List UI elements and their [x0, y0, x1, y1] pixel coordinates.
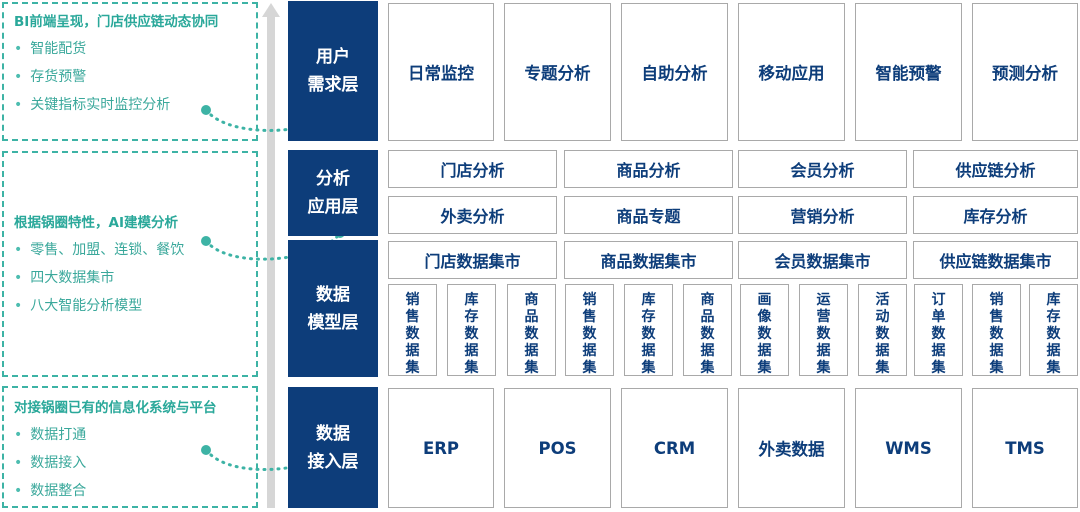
- layer-label-demand: 用户需求层: [288, 1, 378, 141]
- list-item: 四大数据集市: [14, 264, 246, 292]
- dataset-box: 库存数据集: [447, 284, 496, 376]
- list-item: 智能配货: [14, 35, 246, 63]
- callout-title: 根据锅圈特性，AI建模分析: [14, 215, 178, 231]
- list-item: 关键指标实时监控分析: [14, 91, 246, 119]
- data-mart-box: 供应链数据集市: [913, 241, 1078, 279]
- callout-list: 智能配货 存货预警 关键指标实时监控分析: [14, 35, 246, 119]
- list-item: 数据整合: [14, 477, 246, 505]
- callout-bi-frontend: BI前端呈现，门店供应链动态协同 智能配货 存货预警 关键指标实时监控分析: [2, 2, 258, 141]
- data-mart-box: 会员数据集市: [738, 241, 907, 279]
- demand-box: 移动应用: [738, 3, 845, 141]
- analysis-box: 会员分析: [738, 150, 907, 188]
- layer-label-model: 数据模型层: [288, 240, 378, 377]
- source-system-box: CRM: [621, 388, 728, 508]
- source-system-box: 外卖数据: [738, 388, 845, 508]
- vertical-arrow-shaft: [267, 16, 275, 508]
- analysis-box: 商品分析: [564, 150, 733, 188]
- analysis-box: 外卖分析: [388, 196, 557, 234]
- callout-system-integration: 对接锅圈已有的信息化系统与平台 数据打通 数据接入 数据整合: [2, 386, 258, 508]
- dataset-box: 销售数据集: [388, 284, 437, 376]
- dataset-box: 订单数据集: [914, 284, 963, 376]
- list-item: 八大智能分析模型: [14, 292, 246, 320]
- callout-list: 零售、加盟、连锁、餐饮 四大数据集市 八大智能分析模型: [14, 236, 246, 320]
- dataset-box: 库存数据集: [1029, 284, 1078, 376]
- layer-label-access: 数据接入层: [288, 387, 378, 508]
- data-mart-box: 商品数据集市: [564, 241, 733, 279]
- list-item: 数据打通: [14, 421, 246, 449]
- dataset-box: 销售数据集: [972, 284, 1021, 376]
- dataset-box: 画像数据集: [740, 284, 789, 376]
- source-system-box: WMS: [855, 388, 962, 508]
- dataset-box: 活动数据集: [858, 284, 907, 376]
- demand-box: 日常监控: [388, 3, 494, 141]
- vertical-arrow-head: [262, 3, 280, 17]
- source-system-box: ERP: [388, 388, 494, 508]
- demand-box: 专题分析: [504, 3, 611, 141]
- dataset-box: 商品数据集: [683, 284, 732, 376]
- demand-box: 预测分析: [972, 3, 1078, 141]
- dataset-box: 库存数据集: [624, 284, 673, 376]
- callout-title: 对接锅圈已有的信息化系统与平台: [14, 400, 217, 416]
- analysis-box: 门店分析: [388, 150, 557, 188]
- analysis-box: 供应链分析: [913, 150, 1078, 188]
- list-item: 零售、加盟、连锁、餐饮: [14, 236, 246, 264]
- analysis-box: 营销分析: [738, 196, 907, 234]
- dataset-box: 销售数据集: [565, 284, 614, 376]
- analysis-box: 库存分析: [913, 196, 1078, 234]
- analysis-box: 商品专题: [564, 196, 733, 234]
- source-system-box: POS: [504, 388, 611, 508]
- dataset-box: 运营数据集: [799, 284, 848, 376]
- callout-ai-modeling: 根据锅圈特性，AI建模分析 零售、加盟、连锁、餐饮 四大数据集市 八大智能分析模…: [2, 151, 258, 377]
- demand-box: 智能预警: [855, 3, 962, 141]
- layer-label-analysis: 分析应用层: [288, 150, 378, 236]
- source-system-box: TMS: [972, 388, 1078, 508]
- dataset-box: 商品数据集: [507, 284, 556, 376]
- callout-list: 数据打通 数据接入 数据整合: [14, 421, 246, 505]
- demand-box: 自助分析: [621, 3, 728, 141]
- list-item: 存货预警: [14, 63, 246, 91]
- callout-title: BI前端呈现，门店供应链动态协同: [14, 14, 219, 30]
- list-item: 数据接入: [14, 449, 246, 477]
- data-mart-box: 门店数据集市: [388, 241, 557, 279]
